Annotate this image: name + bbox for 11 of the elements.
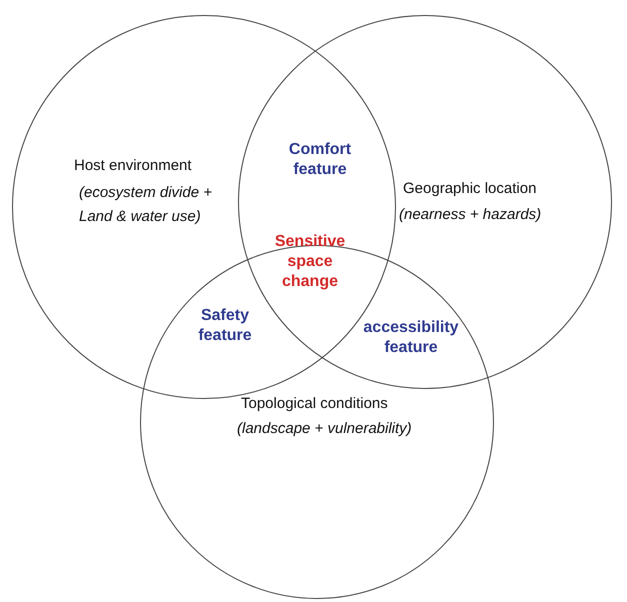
overlap-label: Comfort feature <box>288 140 352 180</box>
circle-description: (landscape + vulnerability) <box>237 419 413 439</box>
circle-description: (ecosystem divide + Land & water use) <box>79 183 213 227</box>
circle-title: Topological conditions <box>241 394 388 414</box>
circle-title: Geographic location <box>403 179 536 199</box>
circle-title: Host environment <box>74 156 192 176</box>
overlap-label: accessibility feature <box>362 318 460 358</box>
venn-circle <box>140 245 494 599</box>
circle-description: (nearness + hazards) <box>399 205 542 225</box>
overlap-label: Safety feature <box>197 306 253 346</box>
overlap-label: Sensitive space change <box>274 232 346 292</box>
